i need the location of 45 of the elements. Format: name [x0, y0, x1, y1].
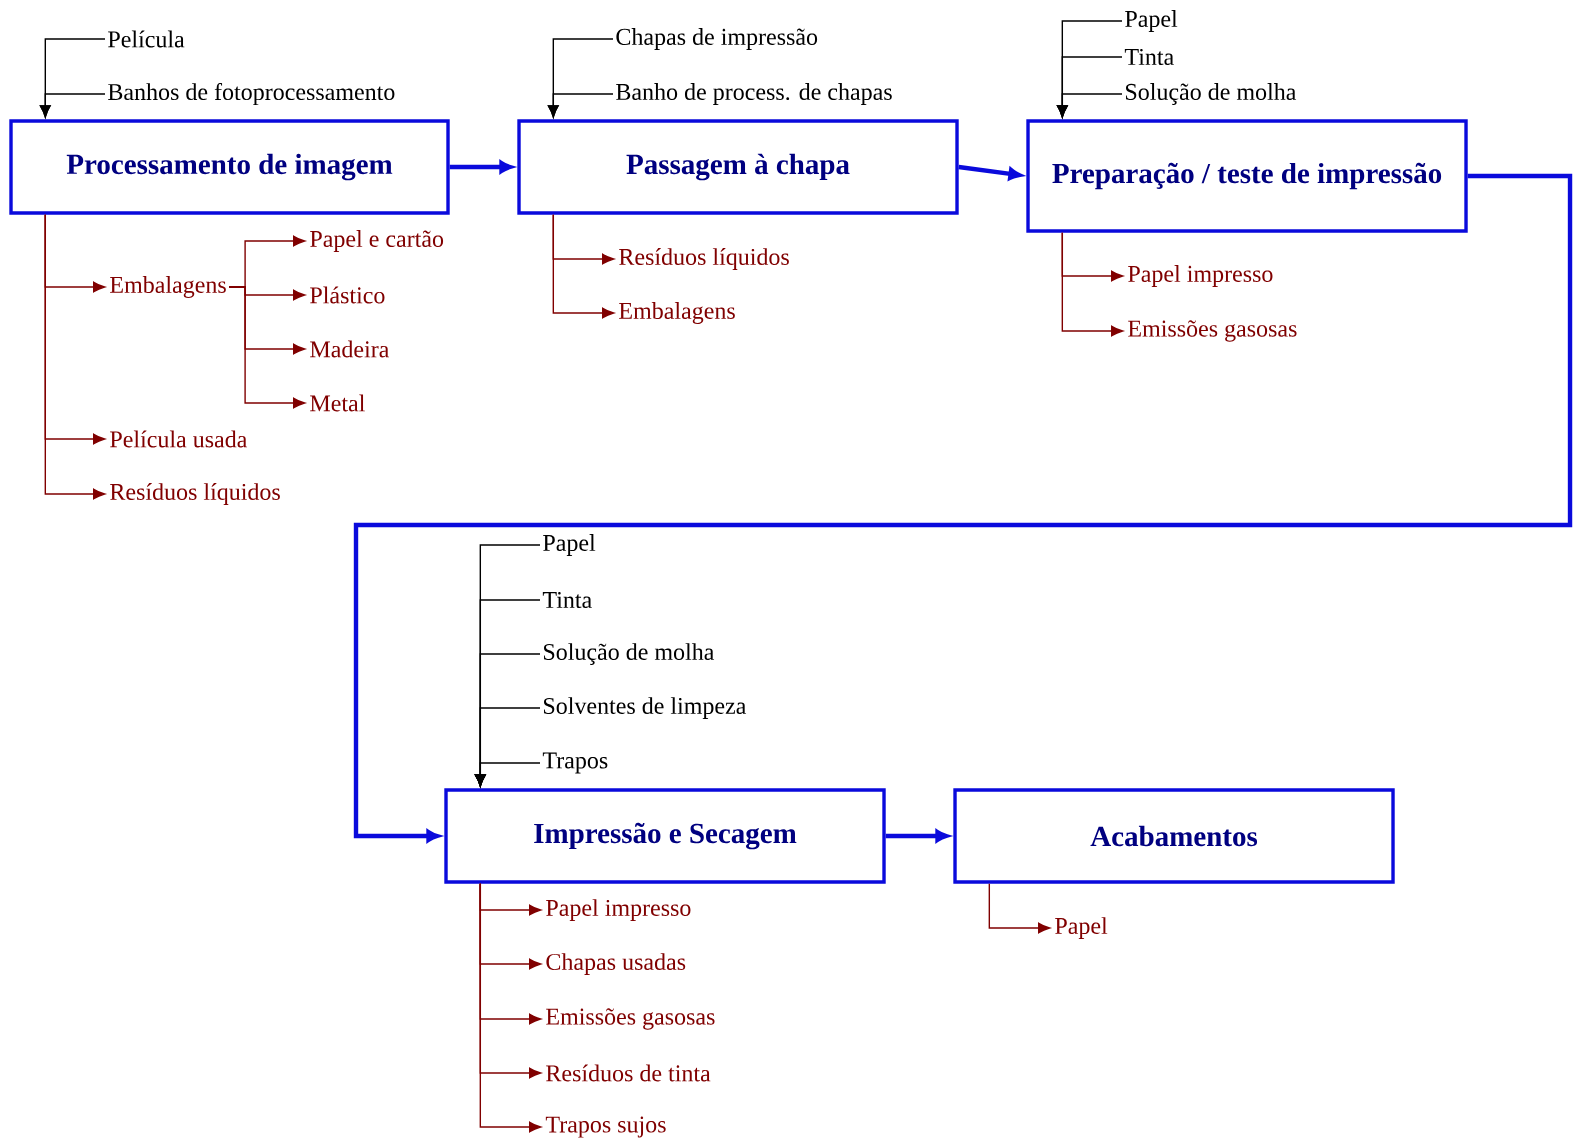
- output-label: Metal: [310, 394, 365, 412]
- process-box: Acabamentos: [953, 788, 1395, 884]
- process-box: Processamento de imagem: [9, 119, 450, 215]
- flow-arrow: [353, 173, 1573, 843]
- output-label: Emissões gasosas: [546, 1008, 715, 1030]
- process-box: Preparação / teste de impressão: [1026, 119, 1468, 233]
- input-arrow: [474, 762, 541, 787]
- output-arrow: [552, 214, 615, 319]
- output-arrow: [1061, 232, 1124, 337]
- output-label: Resíduos líquidos: [110, 483, 280, 505]
- output-arrow: [44, 214, 106, 500]
- input-label: Tinta: [1124, 48, 1174, 66]
- output-label: Papel e cartão: [310, 230, 444, 252]
- output-label: Chapas usadas: [546, 953, 686, 975]
- output-label: Papel: [1055, 917, 1108, 939]
- input-label: Solução de molha: [1126, 83, 1297, 105]
- output-label: Papel impresso: [1128, 265, 1273, 287]
- input-arrow: [1056, 93, 1123, 118]
- input-label: Banhos de fotoprocessamento: [108, 83, 395, 105]
- input-label: Solventes de limpeza: [544, 697, 747, 719]
- input-label: Trapos: [542, 752, 608, 774]
- output-label: Plástico: [310, 286, 385, 304]
- input-label: Papel: [1125, 10, 1178, 32]
- output-label: Emissões gasosas: [1128, 320, 1297, 342]
- process-box: Passagem à chapa: [517, 119, 959, 215]
- input-label: Película: [108, 30, 185, 48]
- output-label: Embalagens: [110, 276, 226, 298]
- output-label: Embalagens: [619, 302, 735, 324]
- output-label: Resíduos líquidos: [619, 248, 789, 270]
- output-label: Trapos sujos: [545, 1116, 666, 1138]
- input-label: Chapas de impressão: [616, 28, 818, 50]
- output-label: Película usada: [110, 430, 248, 448]
- input-arrow: [547, 93, 614, 118]
- process-box: Impressão e Secagem: [444, 788, 886, 884]
- input-arrow: [39, 93, 106, 118]
- input-label: Banho de process. de chapas: [616, 83, 892, 105]
- output-label: Papel impresso: [546, 899, 691, 921]
- input-label: Tinta: [542, 591, 592, 609]
- output-arrow: [479, 883, 542, 1133]
- input-label: Solução de molha: [544, 643, 715, 665]
- output-label: Resíduos de tinta: [546, 1064, 711, 1082]
- output-label: Madeira: [310, 340, 390, 358]
- output-arrow: [988, 883, 1051, 934]
- input-label: Papel: [543, 534, 596, 556]
- output-arrow: [228, 286, 306, 409]
